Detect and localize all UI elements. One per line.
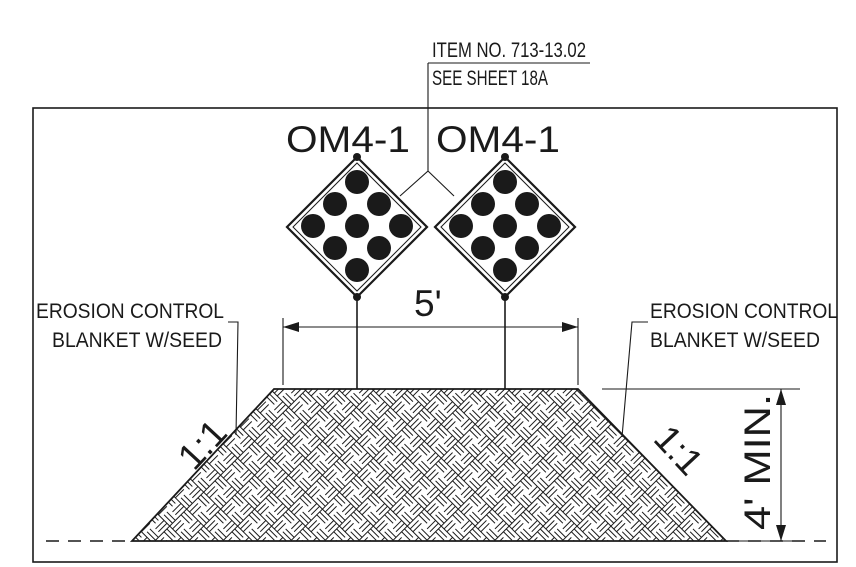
erosion-callout-right: EROSION CONTROL BLANKET W/SEED <box>621 300 838 438</box>
marker-label-left: OM4-1 <box>286 119 410 160</box>
om4-1-marker-right <box>433 153 577 389</box>
height-dimension-text: 4' MIN. <box>737 394 778 530</box>
erosion-right-line2: BLANKET W/SEED <box>650 329 820 352</box>
note-leader-right <box>427 170 455 197</box>
item-note: ITEM NO. 713-13.02 SEE SHEET 18A <box>399 39 590 197</box>
marker-label-right: OM4-1 <box>436 119 560 160</box>
erosion-left-leader <box>228 321 239 436</box>
height-dimension: 4' MIN. <box>602 388 800 542</box>
see-sheet-text: SEE SHEET 18A <box>432 67 548 90</box>
reflector-dots-left <box>301 170 413 282</box>
spacing-dimension-text: 5' <box>414 283 442 324</box>
om4-1-marker-left <box>285 153 429 389</box>
detail-frame <box>32 107 838 563</box>
reflector-dots-right <box>449 170 561 282</box>
erosion-left-line1: EROSION CONTROL <box>36 300 224 323</box>
erosion-right-leader <box>621 321 648 438</box>
erosion-left-line2: BLANKET W/SEED <box>52 329 222 352</box>
erosion-callout-left: EROSION CONTROL BLANKET W/SEED <box>36 300 239 436</box>
spacing-dimension: 5' <box>282 283 579 385</box>
earth-mound <box>129 388 729 542</box>
item-number-text: ITEM NO. 713-13.02 <box>432 39 586 62</box>
erosion-right-line1: EROSION CONTROL <box>650 300 838 323</box>
